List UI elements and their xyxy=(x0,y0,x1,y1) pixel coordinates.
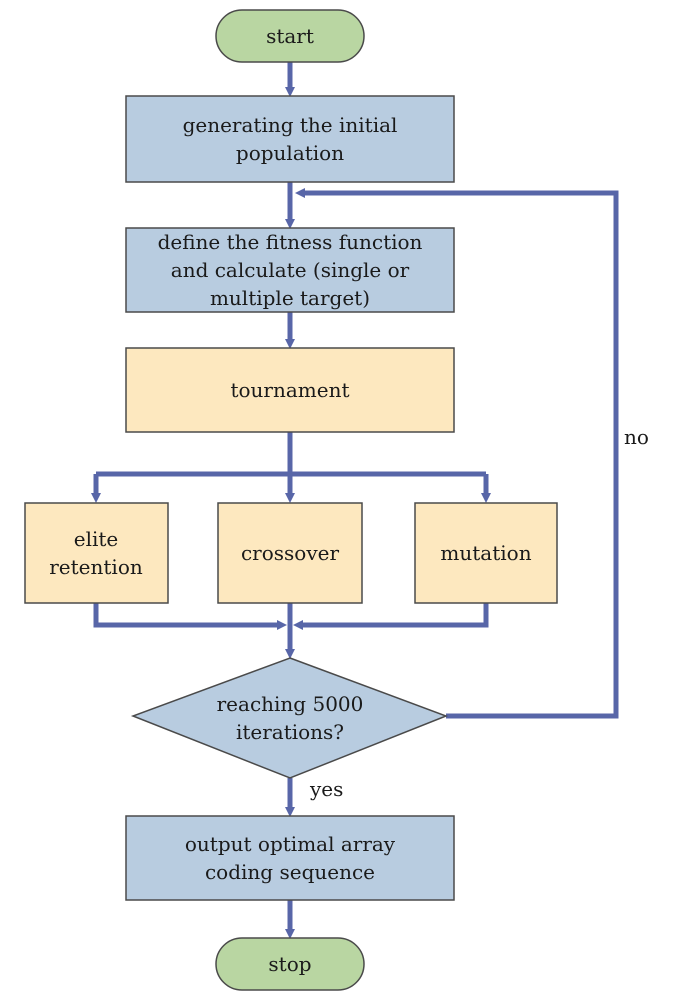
output-label-line: coding sequence xyxy=(205,860,375,884)
start-label: start xyxy=(266,24,314,48)
start-terminal xyxy=(215,9,365,63)
edge-decision-no-loop xyxy=(295,188,619,719)
decision-label-line: reaching 5000 xyxy=(217,692,364,716)
fitness-label-line: multiple target) xyxy=(210,286,370,310)
output-process xyxy=(125,815,455,901)
tournament-process xyxy=(125,347,455,433)
init-label-line: population xyxy=(236,141,344,165)
stop-label: stop xyxy=(268,952,311,976)
output-label: output optimal array coding sequence xyxy=(185,832,396,884)
decision-diamond xyxy=(130,657,449,779)
tournament-label: tournament xyxy=(230,378,349,402)
decision-label-line: iterations? xyxy=(236,720,344,744)
output-label-line: output optimal array xyxy=(185,832,396,856)
mutation-label: mutation xyxy=(440,541,531,565)
elite-process xyxy=(24,502,169,604)
fitness-label-line: define the fitness function xyxy=(158,230,423,254)
init-process xyxy=(125,95,455,183)
stop-terminal xyxy=(215,937,365,991)
elite-label-line: elite xyxy=(74,527,119,551)
fitness-label: define the fitness function and calculate… xyxy=(158,230,423,310)
init-label-line: generating the initial xyxy=(183,113,398,137)
edge-mutation-to-merge xyxy=(293,603,489,630)
edge-label-no: no xyxy=(624,425,649,449)
fitness-process xyxy=(125,227,455,313)
init-label: generating the initial population xyxy=(183,113,398,165)
mutation-label-line: mutation xyxy=(440,541,531,565)
edge-label-yes: yes xyxy=(309,777,343,801)
tournament-label-line: tournament xyxy=(230,378,349,402)
elite-label: elite retention xyxy=(49,527,143,579)
crossover-label-line: crossover xyxy=(241,541,340,565)
edge-elite-to-merge xyxy=(93,603,287,630)
start-label-line: start xyxy=(266,24,314,48)
crossover-process xyxy=(217,502,363,604)
decision-label: reaching 5000 iterations? xyxy=(217,692,364,744)
stop-label-line: stop xyxy=(268,952,311,976)
mutation-process xyxy=(414,502,558,604)
crossover-label: crossover xyxy=(241,541,340,565)
fitness-label-line: and calculate (single or xyxy=(171,258,410,282)
elite-label-line: retention xyxy=(49,555,143,579)
